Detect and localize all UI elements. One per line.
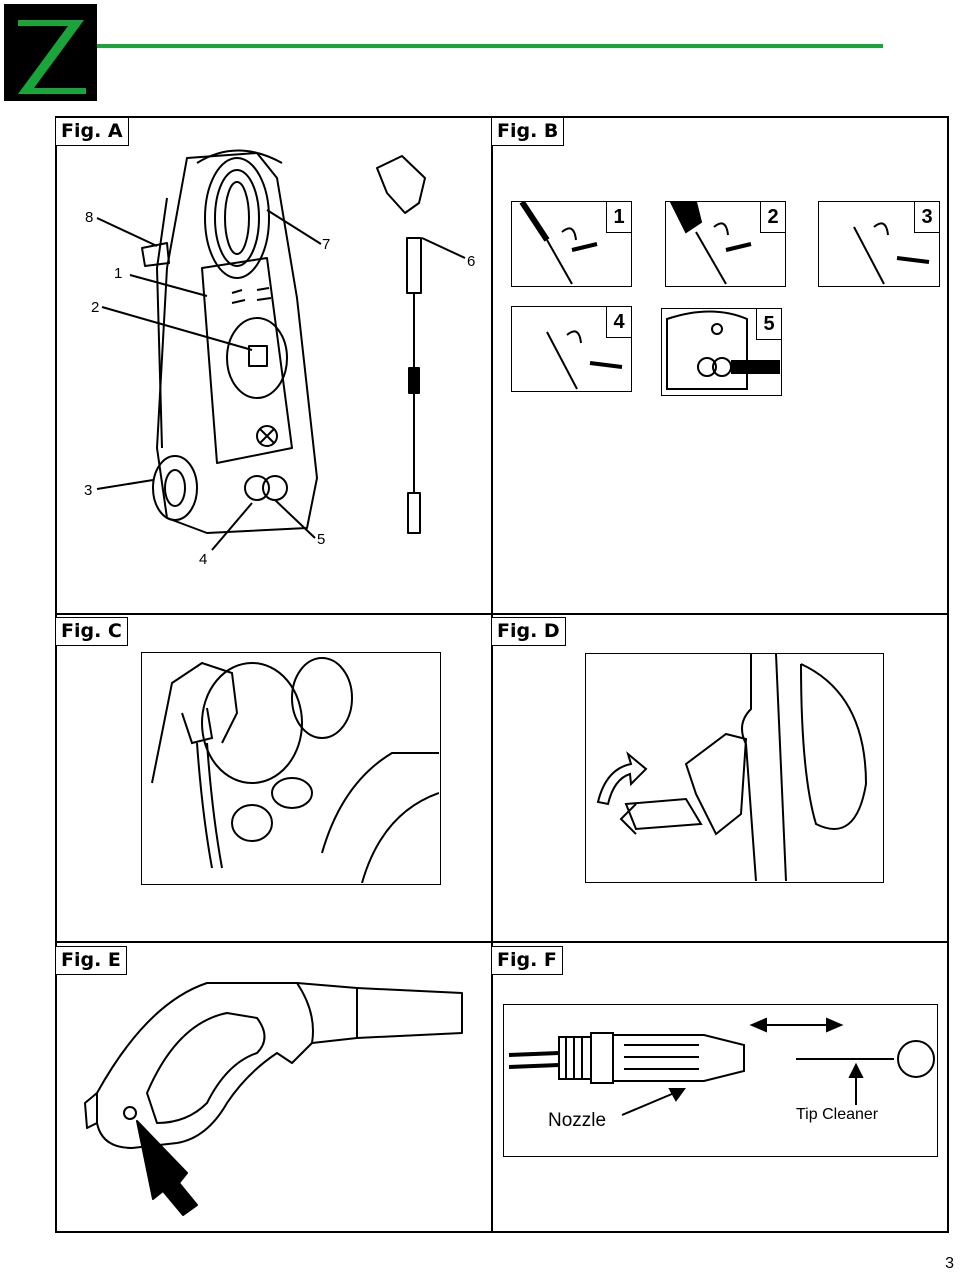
fig-a-callout-5: 5: [317, 531, 325, 548]
fig-b-step-3-drawing: [853, 222, 930, 285]
fig-f-label: Fig. F: [491, 946, 563, 975]
fig-f-drawing: [508, 1017, 935, 1116]
fig-b-step-1: 1: [511, 200, 632, 287]
fig-e-label: Fig. E: [55, 946, 127, 975]
fig-a-callout-7: 7: [322, 236, 330, 253]
fig-b-step-4: 4: [511, 306, 632, 392]
fig-a-callout-3: 3: [84, 482, 92, 499]
grid-divider-row2: [55, 941, 949, 943]
fig-b-step-3-number: 3: [914, 201, 940, 233]
fig-a-callout-8: 8: [85, 209, 93, 226]
fig-a-callout-6: 6: [467, 253, 475, 270]
fig-b-step-4-number: 4: [606, 306, 632, 338]
fig-a-callout-1: 1: [114, 265, 122, 282]
fig-b-step-2-number: 2: [760, 201, 786, 233]
fig-a-callout-2: 2: [91, 299, 99, 316]
fig-c-label: Fig. C: [55, 617, 128, 646]
fig-e-illustration: [84, 982, 463, 1216]
fig-b-step-5-drawing: [666, 310, 781, 390]
fig-b-step-3: 3: [818, 201, 940, 287]
fig-d-illustration: [585, 653, 884, 883]
fig-b-step-2-drawing: [669, 201, 752, 285]
fig-b-label: Fig. B: [491, 117, 565, 146]
grid-divider-vertical: [491, 116, 493, 1233]
fig-a-illustration: 8 1 2 3 4 5 6 7: [84, 149, 475, 568]
header-rule: [97, 44, 883, 48]
fig-a-callout-4: 4: [199, 551, 207, 568]
fig-c-illustration: [141, 652, 441, 885]
fig-b-step-1-number: 1: [606, 201, 632, 233]
fig-b-step-5-number: 5: [756, 308, 782, 340]
fig-a-label: Fig. A: [55, 117, 129, 146]
fig-f-nozzle-label: Nozzle: [548, 1110, 607, 1131]
fig-f-tip-cleaner-label: Tip Cleaner: [796, 1106, 879, 1123]
fig-b-step-4-drawing: [546, 330, 623, 390]
fig-b-step-1-drawing: [519, 200, 598, 285]
fig-f-illustration: Nozzle Tip Cleaner: [503, 1004, 938, 1157]
grid-divider-row1: [55, 613, 949, 615]
fig-b-step-5: 5: [661, 308, 782, 396]
brand-logo: [4, 4, 97, 101]
page-number: 3: [945, 1255, 954, 1272]
logo-z-mark: [18, 20, 86, 94]
fig-c-drawing: [151, 657, 440, 884]
fig-d-drawing: [596, 653, 868, 882]
fig-d-label: Fig. D: [491, 617, 566, 646]
fig-b-step-2: 2: [665, 201, 786, 287]
